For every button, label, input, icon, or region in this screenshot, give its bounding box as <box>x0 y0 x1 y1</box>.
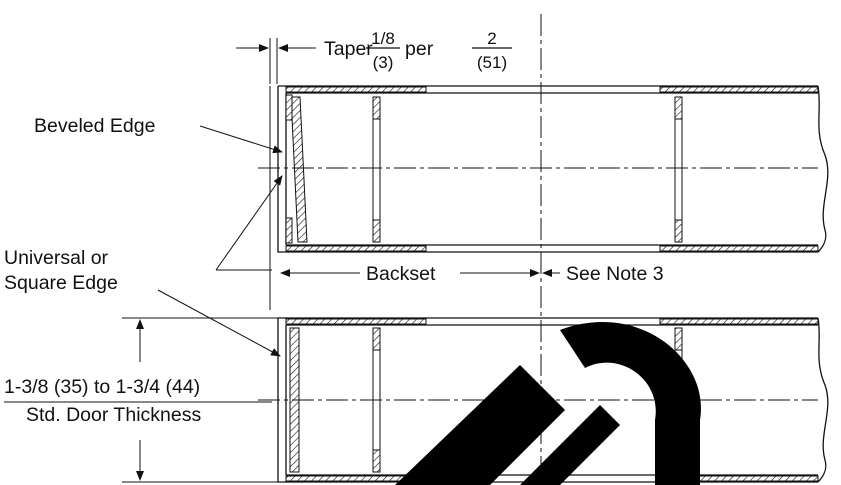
top-faceplate-hatch <box>285 86 819 252</box>
per-numerator: 2 <box>487 29 496 48</box>
taper-numerator: 1/8 <box>371 29 395 48</box>
universal-edge-label-line2: Square Edge <box>4 272 118 294</box>
beveled-edge-leader <box>199 125 283 154</box>
bottom-faceplate-hatch <box>285 318 819 482</box>
universal-edge-label-line1: Universal or <box>4 247 109 269</box>
taper-label: Taper <box>324 38 373 60</box>
dimension-lines <box>4 38 560 483</box>
square-edge-leader-down <box>157 289 281 357</box>
square-edge-leader-up <box>215 175 283 271</box>
taper-denominator: (3) <box>373 53 394 72</box>
thickness-label-line1: 1-3/8 (35) to 1-3/4 (44) <box>4 376 200 398</box>
watermark <box>395 322 701 485</box>
per-denominator: (51) <box>477 53 507 72</box>
per-label: per <box>405 38 434 60</box>
beveled-edge-label: Beveled Edge <box>34 115 155 137</box>
thickness-label-line2: Std. Door Thickness <box>26 404 201 426</box>
backset-label: Backset <box>366 263 436 285</box>
top-door-section <box>277 85 829 253</box>
see-note-label: See Note 3 <box>566 263 664 285</box>
